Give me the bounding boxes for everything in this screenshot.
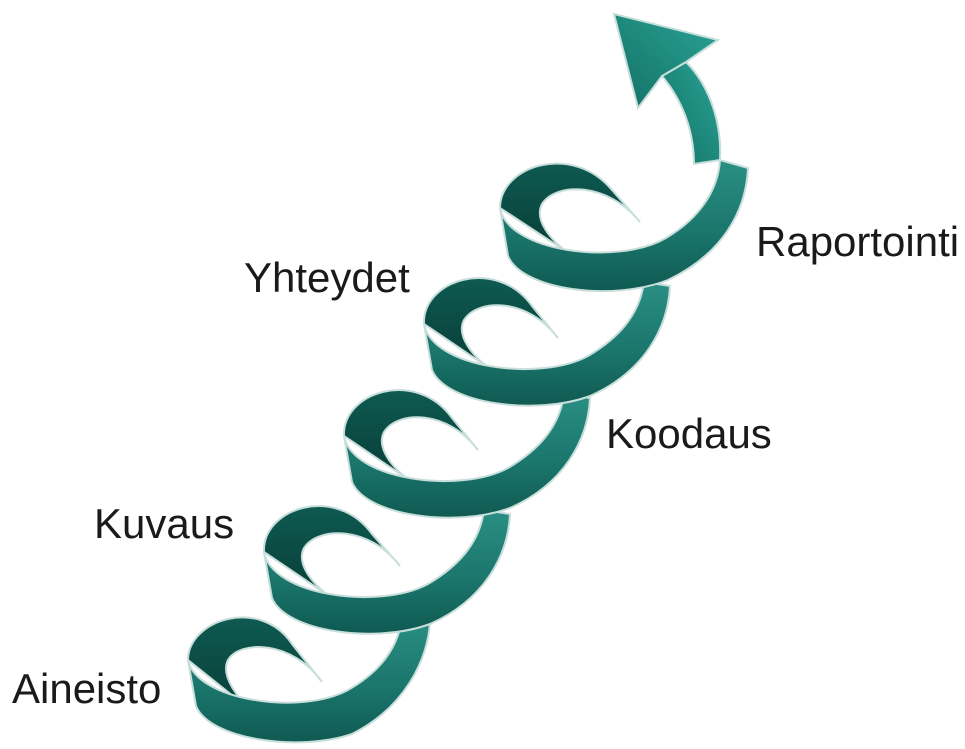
arrow-tail xyxy=(662,62,720,164)
stage-label-raportointi: Raportointi xyxy=(756,218,959,265)
stage-label-aineisto: Aineisto xyxy=(12,665,161,712)
spiral-arrow xyxy=(614,14,720,164)
stage-label-yhteydet: Yhteydet xyxy=(244,254,410,301)
stage-label-kuvaus: Kuvaus xyxy=(94,500,234,547)
stage-label-koodaus: Koodaus xyxy=(606,410,772,457)
